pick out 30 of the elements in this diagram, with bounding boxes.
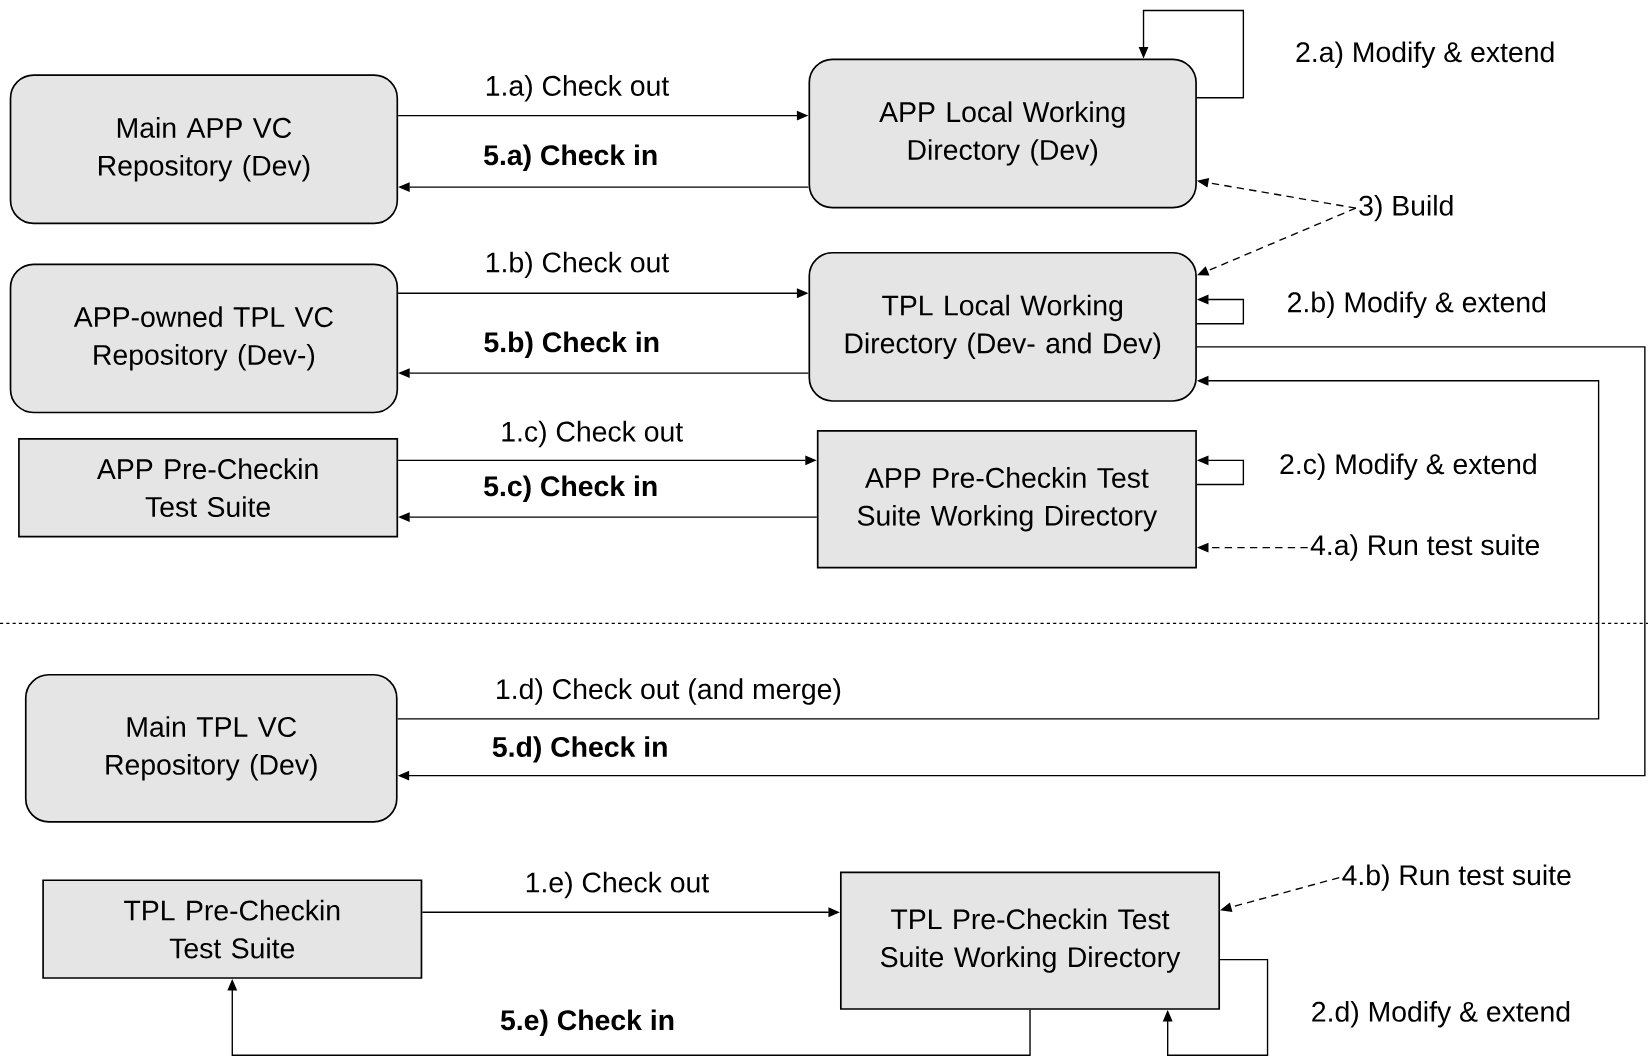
edge-label: 2.a) Modify & extend xyxy=(1294,40,1557,69)
edge-label: 1.d) Check out (and merge) xyxy=(493,677,843,706)
arrow xyxy=(1138,9,1245,99)
edge-label: 1.a) Check out xyxy=(483,73,671,103)
arrow xyxy=(1196,455,1245,486)
arrow xyxy=(1196,294,1245,325)
edge-label: 1.c) Check out xyxy=(499,419,685,449)
edge-label: 5.a) Check in xyxy=(482,143,660,172)
edge-label: 5.b) Check in xyxy=(482,330,662,359)
step-label: 4.b) Run test suite xyxy=(1342,864,1571,891)
edge-label: 2.c) Modify & extend xyxy=(1278,452,1539,481)
edge-label: 5.c) Check in xyxy=(482,474,660,503)
process-box: APP Local Working Directory (Dev) xyxy=(808,58,1197,209)
process-box: APP-owned TPL VC Repository (Dev-) xyxy=(9,263,399,414)
arrow xyxy=(1162,958,1269,1056)
process-box: TPL Pre-Checkin Test Suite xyxy=(42,879,423,979)
edge-label: 1.e) Check out xyxy=(523,870,711,900)
edge-label: 2.d) Modify & extend xyxy=(1309,999,1573,1029)
edge-label: 2.b) Modify & extend xyxy=(1285,290,1548,319)
process-box: APP Pre-Checkin Test Suite Working Directory xyxy=(816,429,1197,569)
process-box: APP Pre-Checkin Test Suite xyxy=(18,437,399,538)
step-label: 4.a) Run test suite xyxy=(1310,534,1540,561)
edge-label: 5.d) Check in xyxy=(490,734,670,764)
process-box: Main APP VC Repository (Dev) xyxy=(9,74,399,224)
process-box: TPL Pre-Checkin Test Suite Working Directory xyxy=(840,871,1221,1010)
process-box: TPL Local Working Directory (Dev- and Dev) xyxy=(808,251,1197,402)
step-label: 3) Build xyxy=(1359,194,1453,222)
edge-label: 1.b) Check out xyxy=(483,250,671,279)
process-box: Main TPL VC Repository (Dev) xyxy=(24,673,398,823)
edge-label: 5.e) Check in xyxy=(498,1008,677,1037)
